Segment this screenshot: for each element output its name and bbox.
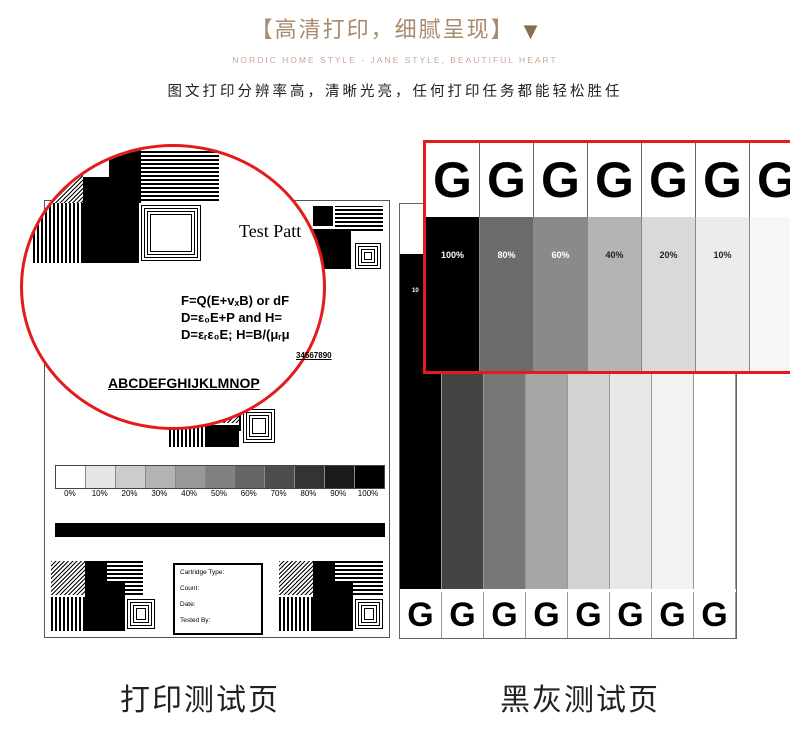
g-letter: G [694,592,736,638]
zoom-gray-column: 40% [588,217,642,371]
zoom-g-letter: G [480,143,534,217]
g-letter: G [484,592,526,638]
grayscale-swatch [175,466,206,488]
zoom-gray-column: 10% [696,217,750,371]
grayscale-label: 20% [121,489,138,498]
zoom-gray-column: 60% [534,217,588,371]
grayscale-swatch [56,466,86,488]
grayscale-label: 60% [240,489,257,498]
pattern-block [85,561,107,583]
count-label: Count: [180,585,200,592]
grayscale-swatch [145,466,176,488]
formula-line-3: D=εᵣε₀E; H=B/(μᵣμ [181,327,290,342]
pattern-block [83,203,139,263]
zoom-gray-column [750,217,790,371]
grayscale-label: 90% [330,489,347,498]
test-pattern-heading: Test Patt [239,221,302,241]
pattern-hatch [53,171,83,203]
zoom-g-letter: G [696,143,750,217]
grayscale-swatch [355,466,384,488]
grayscale-label: 40% [181,489,198,498]
grayscale-swatch [205,466,236,488]
caption-test-page: 打印测试页 [120,683,280,718]
date-label: Date: [180,601,196,608]
g-letter: G [568,592,610,638]
pattern-hatch [51,561,85,595]
grayscale-swatch [295,466,326,488]
g-letter: G [652,592,694,638]
pattern-block [113,179,141,207]
pattern-concentric [125,597,157,631]
pattern-concentric [353,241,383,271]
grayscale-label: 50% [210,489,227,498]
grayscale-label: 0% [64,489,76,498]
formula-line-2: D=ε₀E+P and H= [181,310,283,325]
pattern-stripes [141,149,219,201]
pattern-stripes [33,203,83,263]
pattern-concentric [139,203,203,263]
grayscale-swatch [325,466,356,488]
pattern-block [313,583,353,631]
grayscale-swatch [265,466,296,488]
grayscale-swatch [115,466,146,488]
black-bar [55,523,385,537]
down-arrow-icon: ▼ [523,21,540,42]
grayscale-label: 30% [151,489,168,498]
pattern-block [85,583,125,631]
zoom-g-letter: G [534,143,588,217]
pattern-block [313,561,335,583]
g-letter: G [610,592,652,638]
g-letter: G [400,592,442,638]
number-line: 34567890 [296,351,332,360]
grayscale-label: 100% [357,489,379,498]
tested-by-label: Tested By: [180,617,211,624]
pattern-hatch [279,561,313,595]
grayscale-label: 70% [270,489,287,498]
grayscale-label: 10% [91,489,108,498]
zoom-g-letter: G [588,143,642,217]
pattern-stripes [335,206,383,231]
zoom-gray-column: 100% [426,217,480,371]
zoom-g-letter: G [750,143,790,217]
pattern-block [313,206,333,226]
cartridge-type-label: Cartridge Type: [180,569,225,576]
formula-line-1: F=Q(E+vₓB) or dF [181,293,290,308]
pattern-block [83,177,113,207]
grayscale-bar [55,465,385,489]
pattern-concentric [353,597,385,631]
pattern-stripes [279,597,313,631]
header-title-text: 【高清打印，细腻呈现】 [250,18,515,43]
zoom-g-letter: G [426,143,480,217]
corner-percent-label: 10 [412,288,419,294]
g-letter: G [526,592,568,638]
pattern-stripes [169,425,205,447]
pattern-block [109,147,141,179]
header-description: 图文打印分辨率高，清晰光亮，任何打印任务都能轻松胜任 [167,84,623,100]
caption-gray-page: 黑灰测试页 [500,683,660,718]
grayscale-swatch [235,466,266,488]
header-subtitle: NORDIC HOME STYLE - JANE STYLE, BEAUTIFU… [232,55,558,65]
alphabet-line: ABCDEFGHIJKLMNOP [108,375,260,391]
magnifier-circle: Test Patt F=Q(E+vₓB) or dF D=ε₀E+P and H… [20,144,326,430]
zoom-gray-column: 80% [480,217,534,371]
grayscale-label: 80% [300,489,317,498]
g-letter: G [442,592,484,638]
pattern-block [205,425,239,447]
pattern-concentric [241,407,277,445]
zoom-gray-column: 20% [642,217,696,371]
zoom-g-letter: G [642,143,696,217]
grayscale-swatch [85,466,116,488]
cartridge-info-box: Cartridge Type: Count: Date: Tested By: [173,563,263,635]
header-title: 【高清打印，细腻呈现】 ▼ [0,12,790,44]
grayscale-labels: 0% 10% 20% 30% 40% 50% 60% 70% 80% 90% 100% [55,489,383,498]
zoom-gray-columns: 100%80%60%40%20%10% [426,217,790,371]
pattern-stripes [51,597,85,631]
